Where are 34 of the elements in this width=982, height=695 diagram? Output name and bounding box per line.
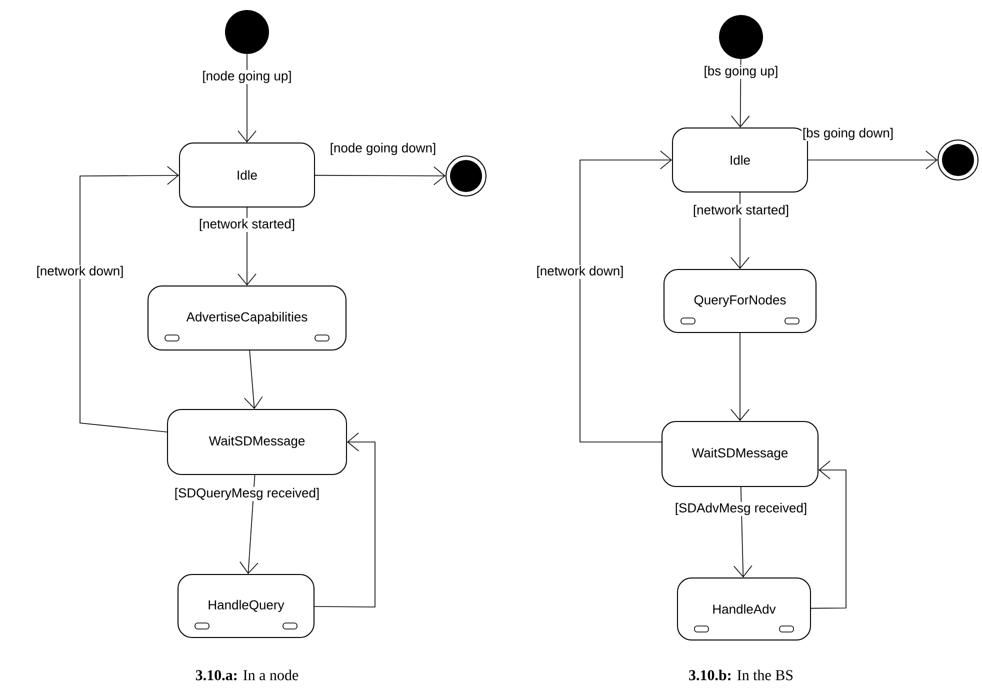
state-box: AdvertiseCapabilities — [148, 286, 346, 350]
edge-label: [network started] — [198, 218, 296, 232]
edge-label: [network down] — [35, 264, 125, 280]
edge-label: [node going down] — [328, 142, 438, 156]
transition-arrow — [80, 166, 179, 432]
edge-label: [network started] — [692, 204, 790, 218]
transition-arrow — [580, 150, 672, 442]
edge-label: [bs going down] — [801, 126, 895, 142]
final-state — [938, 140, 978, 180]
state-box: HandleAdv — [677, 578, 811, 640]
transition-arrow — [244, 350, 263, 409]
edge-label: [network down] — [535, 264, 625, 280]
state-box: Idle — [179, 142, 315, 208]
transition-arrow — [240, 474, 258, 574]
transition-arrow — [314, 166, 446, 186]
transition-arrow — [734, 486, 752, 578]
state-box: QueryForNodes — [664, 269, 816, 333]
transition-arrow — [810, 460, 846, 609]
state-box: WaitSDMessage — [662, 421, 818, 487]
edge-label: [node going up] — [201, 70, 293, 84]
transition-arrow — [808, 150, 938, 170]
transition-arrow — [238, 54, 256, 142]
transition-arrow — [730, 332, 750, 421]
edge-label: [SDQueryMesg received] — [173, 486, 321, 502]
transition-arrow — [314, 432, 376, 608]
subfigure-caption: 3.10.a: In a node — [196, 670, 298, 680]
state-box: HandleQuery — [178, 574, 314, 638]
initial-state — [719, 15, 763, 59]
edge-label: [SDAdvMesg received] — [674, 502, 808, 516]
subfigure-caption: 3.10.b: In the BS — [689, 670, 793, 680]
final-state — [446, 156, 486, 196]
edge-label: [bs going up] — [702, 64, 780, 80]
initial-state — [225, 10, 269, 54]
state-box: WaitSDMessage — [167, 409, 347, 475]
